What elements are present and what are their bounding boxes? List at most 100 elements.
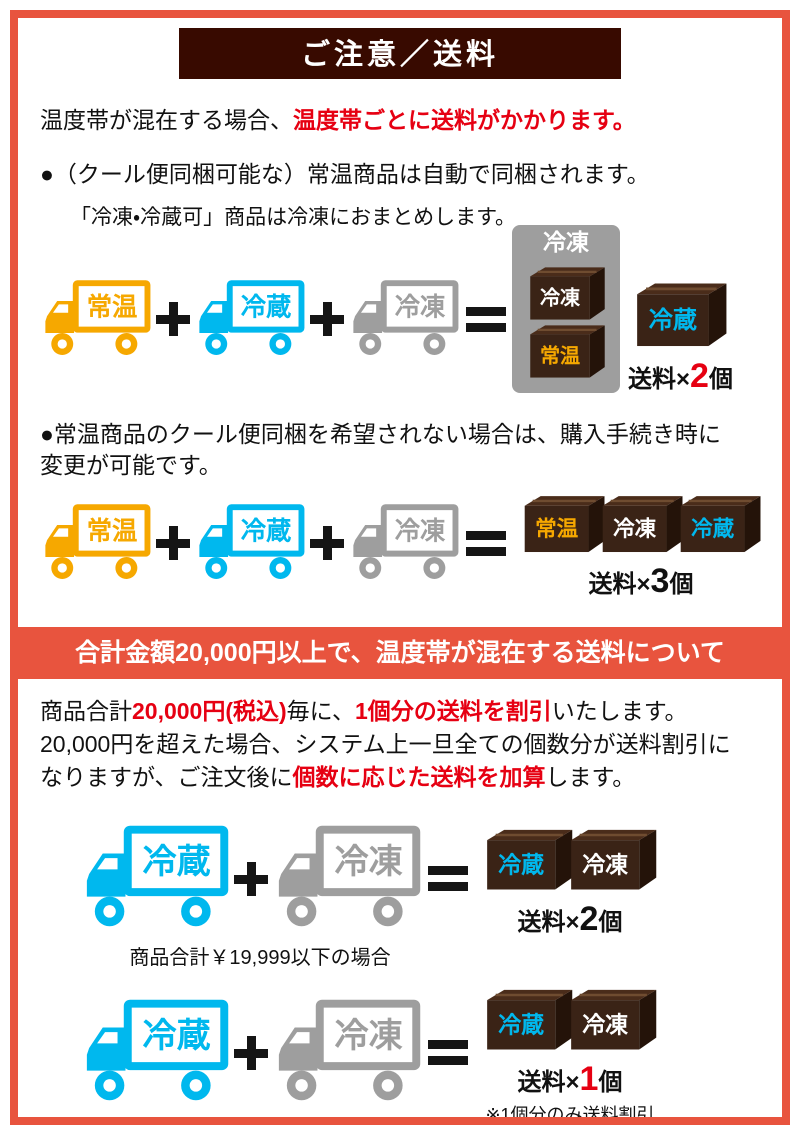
p2-line2-black: なりますが、ご注文後に: [40, 764, 293, 790]
bullet2-line2: 変更が可能です。: [40, 452, 222, 478]
p2-line2-end: します。: [545, 764, 636, 790]
box-frozen-icon: 冷凍: [530, 267, 605, 320]
box-label: 冷蔵: [498, 851, 544, 877]
plus-icon: [310, 302, 344, 336]
bullet2-line1: ●常温商品のクール便同梱を希望されない場合は、購入手続き時に: [40, 421, 721, 447]
fee-prefix: 送料×: [588, 571, 651, 598]
page-title: ご注意／送料: [179, 28, 621, 79]
fee-text: 送料×2個: [518, 900, 623, 939]
p1-red1: 20,000円(税込): [132, 698, 287, 724]
truck-frozen-icon: 冷凍: [353, 503, 459, 579]
truck-normal-icon: 常温: [45, 279, 151, 355]
equals-icon: [466, 304, 506, 335]
p1-black1: 商品合計: [40, 698, 132, 724]
example-20000-39999: 冷蔵 冷凍 冷蔵: [40, 978, 760, 1125]
fee-suffix: 個: [708, 365, 733, 393]
box-label: 冷蔵: [498, 1011, 544, 1037]
bullet1-subtext: 「冷凍・冷蔵可」商品は冷凍におまとめします。: [70, 206, 517, 229]
discount-note: ※1個分のみ送料割引: [485, 1105, 655, 1125]
discount-paragraph: 商品合計20,000円(税込)毎に、1個分の送料を割引いたします。 20,000円…: [40, 695, 760, 794]
box-label: 常温: [535, 516, 579, 541]
box-label: 冷凍: [582, 1011, 628, 1037]
truck-frozen-icon: 冷凍: [278, 825, 421, 927]
truck-label: 冷凍: [395, 517, 446, 545]
result-column: 冷蔵 送料×2個: [628, 271, 733, 396]
truck-normal-icon: 常温: [45, 503, 151, 579]
plus-icon: [234, 861, 268, 896]
equals-icon: [466, 528, 506, 559]
lead-text: 温度帯が混在する場合、温度帯ごとに送料がかかります。: [40, 101, 760, 135]
truck-chilled-icon: 冷蔵: [199, 503, 305, 579]
box-label: 冷凍: [582, 851, 628, 877]
box-label: 冷凍: [540, 287, 581, 310]
fee-text: 送料×2個: [628, 357, 733, 396]
box-label: 冷蔵: [649, 307, 697, 334]
fee-prefix: 送料×: [517, 1069, 580, 1096]
truck-chilled-icon: 冷蔵: [86, 999, 229, 1101]
example-caption: 商品合計￥19,999以下の場合: [129, 947, 391, 969]
fee-text: 送料×3個: [589, 562, 694, 601]
example-under-20000: 冷蔵 冷凍 冷蔵: [40, 818, 760, 970]
truck-label: 常温: [87, 292, 138, 321]
truck-label: 冷凍: [335, 843, 403, 881]
fee-count: 1: [579, 1060, 599, 1098]
truck-label: 冷蔵: [241, 293, 292, 321]
plus-icon: [234, 1035, 268, 1070]
box-label: 冷凍: [613, 516, 657, 541]
section-banner: 合計金額20,000円以上で、温度帯が混在する送料について: [18, 627, 782, 679]
p2-line1: 20,000円を超えた場合、システム上一旦全ての個数分が送料割引に: [40, 731, 731, 757]
diagram-no-bundle: 常温 冷蔵 冷凍: [40, 485, 761, 601]
bullet2-text: ●常温商品のクール便同梱を希望されない場合は、購入手続き時に変更が可能です。: [40, 419, 760, 481]
box-label: 常温: [540, 344, 580, 368]
truck-chilled-icon: 冷蔵: [199, 279, 305, 355]
p2-line2-red: 個数に応じた送料を加算: [292, 764, 546, 790]
truck-label: 常温: [87, 516, 138, 545]
box-chilled-icon: 冷蔵: [637, 283, 727, 346]
equals-icon: [428, 1037, 468, 1068]
box-frozen-icon: 冷凍: [602, 496, 683, 553]
p1-red2: 1個分の送料を割引: [354, 698, 552, 724]
p1-black2: 毎に、: [286, 698, 355, 724]
diagram-under-20000: 冷蔵 冷凍 冷蔵: [40, 818, 760, 939]
box-frozen-icon: 冷凍: [571, 829, 657, 890]
truck-frozen-icon: 冷凍: [353, 279, 459, 355]
box-chilled-icon: 冷蔵: [487, 829, 573, 890]
fee-prefix: 送料×: [517, 909, 580, 936]
notice-frame: ご注意／送料 温度帯が混在する場合、温度帯ごとに送料がかかります。 ●（クール便…: [10, 10, 790, 1125]
bullet1-text: ●（クール便同梱可能な）常温商品は自動で同梱されます。: [40, 161, 650, 187]
panel-title: 冷凍: [543, 229, 589, 255]
box-chilled-icon: 冷蔵: [487, 989, 573, 1050]
diagram-20000-39999: 冷蔵 冷凍 冷蔵: [40, 978, 760, 1125]
fee-count: 2: [690, 356, 709, 395]
truck-label: 冷蔵: [241, 517, 292, 545]
equals-icon: [428, 863, 468, 894]
box-normal-icon: 常温: [524, 496, 605, 553]
box-label: 冷蔵: [691, 517, 735, 541]
truck-chilled-icon: 冷蔵: [86, 825, 229, 927]
frozen-shipment-panel: 冷凍 冷凍 常温: [512, 225, 620, 393]
fee-count: 2: [579, 900, 599, 938]
truck-label: 冷蔵: [143, 1017, 211, 1055]
result-column: 冷蔵 冷凍 送料×1個 ※1個分のみ送料割引: [480, 978, 660, 1125]
result-column: 常温 冷凍 冷蔵 送料×3個: [518, 485, 764, 601]
result-boxes: 冷蔵 冷凍: [480, 978, 660, 1058]
truck-label: 冷凍: [335, 1017, 403, 1055]
box-frozen-icon: 冷凍: [571, 989, 657, 1050]
truck-label: 冷蔵: [143, 843, 211, 881]
truck-frozen-icon: 冷凍: [278, 999, 421, 1101]
fee-suffix: 個: [598, 1069, 623, 1096]
plus-icon: [156, 302, 190, 336]
p1-black3: いたします。: [551, 698, 688, 724]
truck-label: 冷凍: [395, 293, 446, 321]
lead-black: 温度帯が混在する場合、: [40, 107, 293, 133]
result-boxes: 冷蔵 冷凍: [480, 818, 660, 898]
plus-icon: [310, 526, 344, 560]
fee-text: 送料×1個: [518, 1060, 623, 1099]
fee-count: 3: [650, 562, 670, 600]
fee-prefix: 送料×: [628, 365, 691, 393]
fee-suffix: 個: [669, 571, 694, 598]
result-boxes: 常温 冷凍 冷蔵: [518, 485, 764, 560]
diagram-auto-bundle: 常温 冷蔵 冷凍 冷凍: [40, 225, 760, 403]
result-column: 冷蔵 冷凍 送料×2個: [480, 818, 660, 939]
fee-suffix: 個: [598, 909, 623, 936]
